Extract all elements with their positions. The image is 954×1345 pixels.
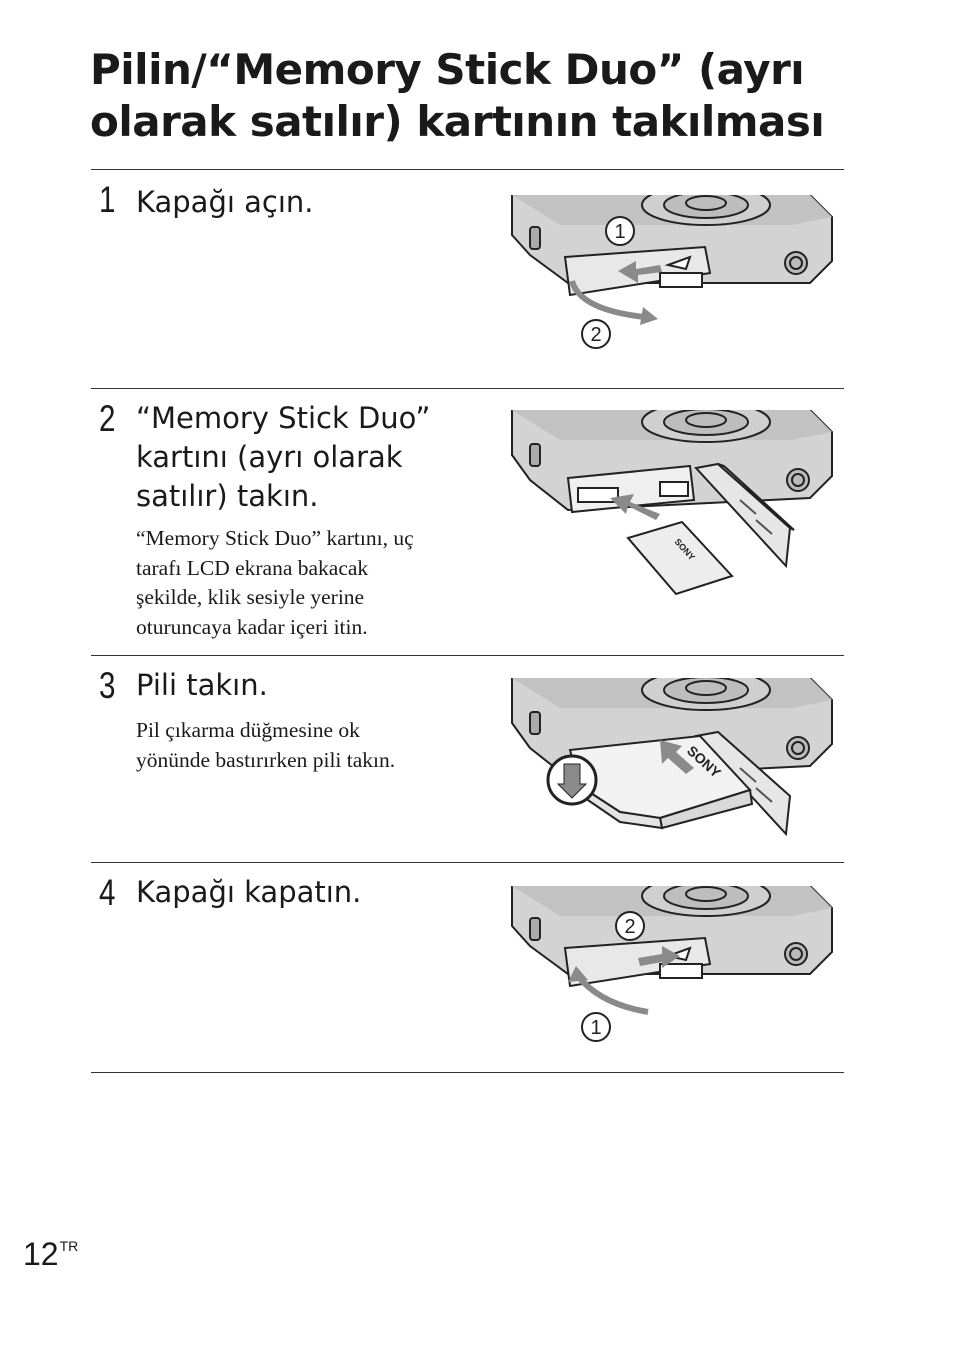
divider <box>91 1072 844 1073</box>
step-2: 2 “Memory Stick Duo” kartını (ayrı olara… <box>91 399 844 649</box>
arrowhead <box>640 307 658 325</box>
step-heading-line: Kapağı açın. <box>136 185 314 219</box>
step-heading-line: Pili takın. <box>136 668 268 702</box>
page-title-line-1: Pilin/“Memory Stick Duo” (ayrı <box>90 45 805 94</box>
step-heading-line: “Memory Stick Duo” <box>136 401 431 435</box>
callout-label: 1 <box>614 221 625 243</box>
arrowhead <box>568 966 588 982</box>
step-description-line: Pil çıkarma düğmesine ok <box>136 718 360 742</box>
divider <box>91 655 844 656</box>
step-heading-line: Kapağı kapatın. <box>136 875 362 909</box>
step-description: “Memory Stick Duo” kartını, uç tarafı LC… <box>136 524 476 642</box>
step-heading: Pili takın. <box>136 666 481 705</box>
step-heading: Kapağı açın. <box>136 183 481 222</box>
callout-2: 2 <box>581 319 611 349</box>
insert-arrow-icon <box>660 740 694 774</box>
page-title: Pilin/“Memory Stick Duo” (ayrı olarak sa… <box>90 44 850 148</box>
step-number: 2 <box>99 398 116 439</box>
close-cover-illustration: 2 1 <box>511 886 833 1042</box>
callout-1: 1 <box>581 1012 611 1042</box>
camera-base-icon <box>511 410 833 514</box>
battery-cover-icon <box>563 936 712 988</box>
callout-2: 2 <box>615 911 645 941</box>
insert-card-illustration: SONY <box>511 410 833 596</box>
open-cover-icon <box>694 462 795 569</box>
step-number: 3 <box>99 665 116 706</box>
step-description-line: oturuncaya kadar içeri itin. <box>136 614 368 639</box>
page-title-line-2: olarak satılır) kartının takılması <box>90 97 825 146</box>
step-heading-line: kartını (ayrı olarak <box>136 440 403 474</box>
step-number: 4 <box>99 872 116 913</box>
step-heading: “Memory Stick Duo” kartını (ayrı olarak … <box>136 399 481 516</box>
step-description: Pil çıkarma düğmesine ok yönünde bastırı… <box>136 716 476 775</box>
page-number: 12TR <box>23 1236 78 1273</box>
divider <box>91 388 844 389</box>
slide-arrow-icon <box>638 946 680 968</box>
eject-lever-icon <box>546 754 598 806</box>
page-number-value: 12 <box>23 1236 59 1272</box>
step-1: 1 Kapağı açın. <box>91 180 844 380</box>
callout-label: 2 <box>624 916 635 938</box>
language-code: TR <box>59 1238 79 1254</box>
step-heading: Kapağı kapatın. <box>136 873 481 912</box>
step-number: 1 <box>99 179 116 220</box>
callout-1: 1 <box>605 216 635 246</box>
callout-label: 1 <box>590 1017 601 1039</box>
step-description-line: şekilde, klik sesiyle yerine <box>136 585 365 609</box>
insert-arrow-icon <box>610 494 660 520</box>
open-cover-illustration: 1 2 <box>511 195 833 349</box>
step-4: 4 Kapağı kapatın. <box>91 873 844 1063</box>
step-description-line: tarafı LCD ekrana bakacak <box>136 555 369 580</box>
slide-arrow-icon <box>618 261 662 283</box>
swing-arrow-icon <box>575 974 649 1015</box>
insert-battery-illustration: SONY <box>511 678 833 837</box>
memory-card-icon: SONY <box>626 520 734 596</box>
divider <box>91 862 844 863</box>
divider <box>91 169 844 170</box>
swing-arrow-icon <box>569 279 646 320</box>
step-description-line: yönünde bastırırken pili takın. <box>136 747 396 772</box>
step-heading-line: satılır) takın. <box>136 479 319 513</box>
step-3: 3 Pili takın. Pil çıkarma düğmesine ok y… <box>91 666 844 856</box>
step-description-line: “Memory Stick Duo” kartını, uç <box>136 526 414 550</box>
callout-label: 2 <box>590 324 601 346</box>
battery-icon: SONY <box>568 734 754 830</box>
